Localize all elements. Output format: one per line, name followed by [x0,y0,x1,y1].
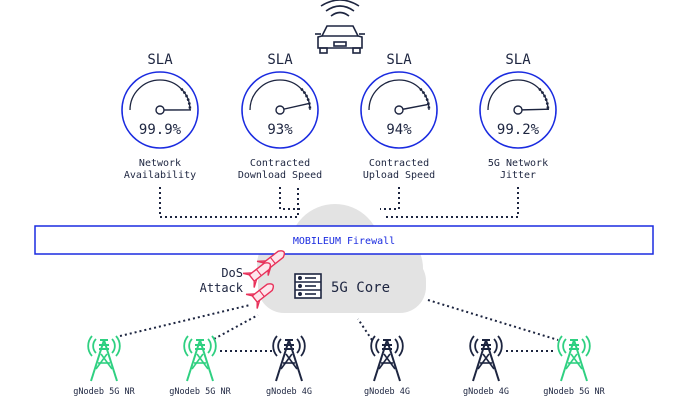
gauge-track [487,79,549,111]
metric-label-line2: Availability [124,170,196,181]
gauge-redzone [538,87,550,111]
metric-label-line2: Upload Speed [363,170,435,181]
tower-label: gNodeb 5G NR [543,387,605,397]
sla-title: SLA [267,52,293,68]
gauge-hub [155,105,165,115]
base-station: gNodeb 5G NR [169,335,232,397]
gauge-value: 99.2% [497,122,540,138]
cell-tower-icon [557,335,591,382]
tower-label: gNodeb 4G [364,387,410,397]
cell-tower-icon [87,335,121,382]
connected-car-icon [315,0,365,54]
gauge-value: 94% [386,122,412,138]
gauge-hub [513,105,523,115]
base-station: gNodeb 4G [266,335,312,397]
gauge-track [129,79,191,111]
gauge-redzone [419,87,431,111]
tower-label: gNodeb 5G NR [73,387,135,397]
tower-label: gNodeb 4G [463,387,509,397]
gauge-hub [394,105,404,115]
metric-label-line1: Network [139,158,181,169]
cell-tower-icon [370,335,404,382]
gauge-track [368,79,430,111]
tower-label: gNodeb 4G [266,387,312,397]
core-label: 5G Core [331,280,390,296]
gauge-needle [517,108,550,111]
gauge-needle [279,102,311,111]
gauge-value: 93% [267,122,293,138]
base-station: gNodeb 4G [364,335,410,397]
base-station: gNodeb 5G NR [543,335,606,397]
metric-label-line2: Download Speed [238,170,322,181]
gauge-redzone [180,87,192,111]
dos-attack-label-line1: DoS [221,266,243,280]
metric-label-line1: 5G Network [488,158,548,169]
firewall-label: MOBILEUM Firewall [293,236,395,247]
dos-attack-label-line2: Attack [200,281,244,295]
gauge-redzone [300,87,312,111]
gauge-hub [275,105,285,115]
sla-title: SLA [505,52,531,68]
cell-tower-icon [272,335,306,382]
metric-label-line2: Jitter [500,170,536,181]
metric-label-line1: Contracted [369,158,429,169]
base-stations: gNodeb 5G NR gNodeb 5G NR gNodeb 4G gNodeb … [73,335,606,397]
sla-connectors [159,187,519,218]
sla-title: SLA [386,52,412,68]
tower-connectors [119,299,559,352]
gauge-track [249,79,311,111]
tower-label: gNodeb 5G NR [169,387,231,397]
gauge-value: 99.9% [139,122,182,138]
firewall-bar [34,225,654,255]
cell-tower-icon [183,335,217,382]
cell-tower-icon [469,335,503,382]
gauge-needle [398,103,430,111]
base-station: gNodeb 4G [463,335,509,397]
base-station: gNodeb 5G NR [73,335,136,397]
sla-title: SLA [147,52,173,68]
server-icon [294,273,322,299]
metric-label-line1: Contracted [250,158,310,169]
